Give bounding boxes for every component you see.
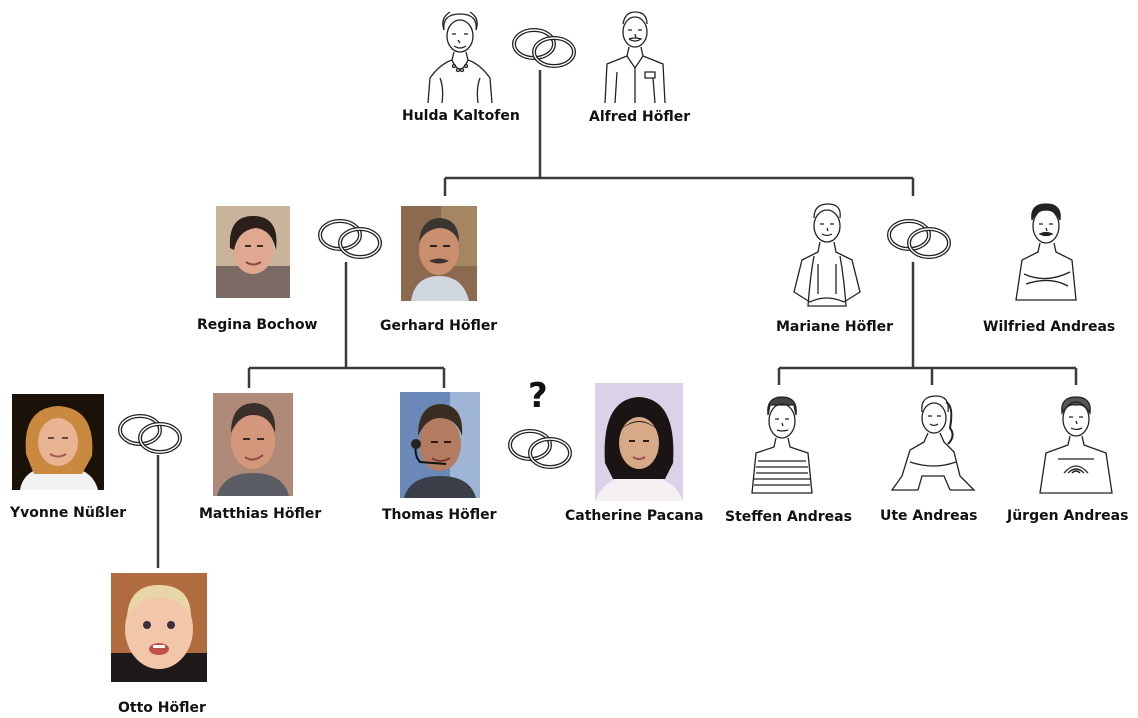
gerhard-photo-portrait <box>401 206 477 301</box>
person-name-juergen: Jürgen Andreas <box>1007 508 1129 524</box>
person-name-steffen: Steffen Andreas <box>725 509 852 525</box>
person-name-ute: Ute Andreas <box>880 508 978 524</box>
wedding-rings-icon <box>887 219 951 259</box>
person-name-catherine: Catherine Pacana <box>565 508 704 524</box>
mariane-sketch-portrait <box>780 202 874 314</box>
yvonne-photo-portrait <box>12 394 104 490</box>
alfred-sketch-portrait <box>597 8 671 103</box>
steffen-sketch-portrait <box>748 393 816 495</box>
person-name-wilfried: Wilfried Andreas <box>983 319 1116 335</box>
person-name-thomas: Thomas Höfler <box>382 507 497 523</box>
uncertain-relationship-marker: ? <box>528 376 548 416</box>
thomas-photo-portrait <box>400 392 480 498</box>
person-name-mariane: Mariane Höfler <box>776 319 893 335</box>
person-name-alfred: Alfred Höfler <box>589 109 691 125</box>
wedding-rings-icon <box>512 28 576 68</box>
person-name-gerhard: Gerhard Höfler <box>380 318 498 334</box>
juergen-sketch-portrait <box>1036 393 1116 495</box>
regina-photo-portrait <box>216 206 290 298</box>
person-name-otto: Otto Höfler <box>118 700 206 716</box>
wedding-rings-icon <box>318 219 382 259</box>
wilfried-sketch-portrait <box>1010 200 1082 310</box>
person-name-regina: Regina Bochow <box>197 317 318 333</box>
wedding-rings-icon <box>118 414 182 454</box>
hulda-sketch-portrait <box>422 8 498 103</box>
person-name-yvonne: Yvonne Nüßler <box>10 505 127 521</box>
ute-sketch-portrait <box>888 392 978 496</box>
wedding-rings-icon <box>508 429 572 469</box>
otto-photo-portrait <box>111 573 207 682</box>
matthias-photo-portrait <box>213 393 293 496</box>
catherine-photo-portrait <box>595 383 683 501</box>
person-name-hulda: Hulda Kaltofen <box>402 108 520 124</box>
person-name-matthias: Matthias Höfler <box>199 506 322 522</box>
